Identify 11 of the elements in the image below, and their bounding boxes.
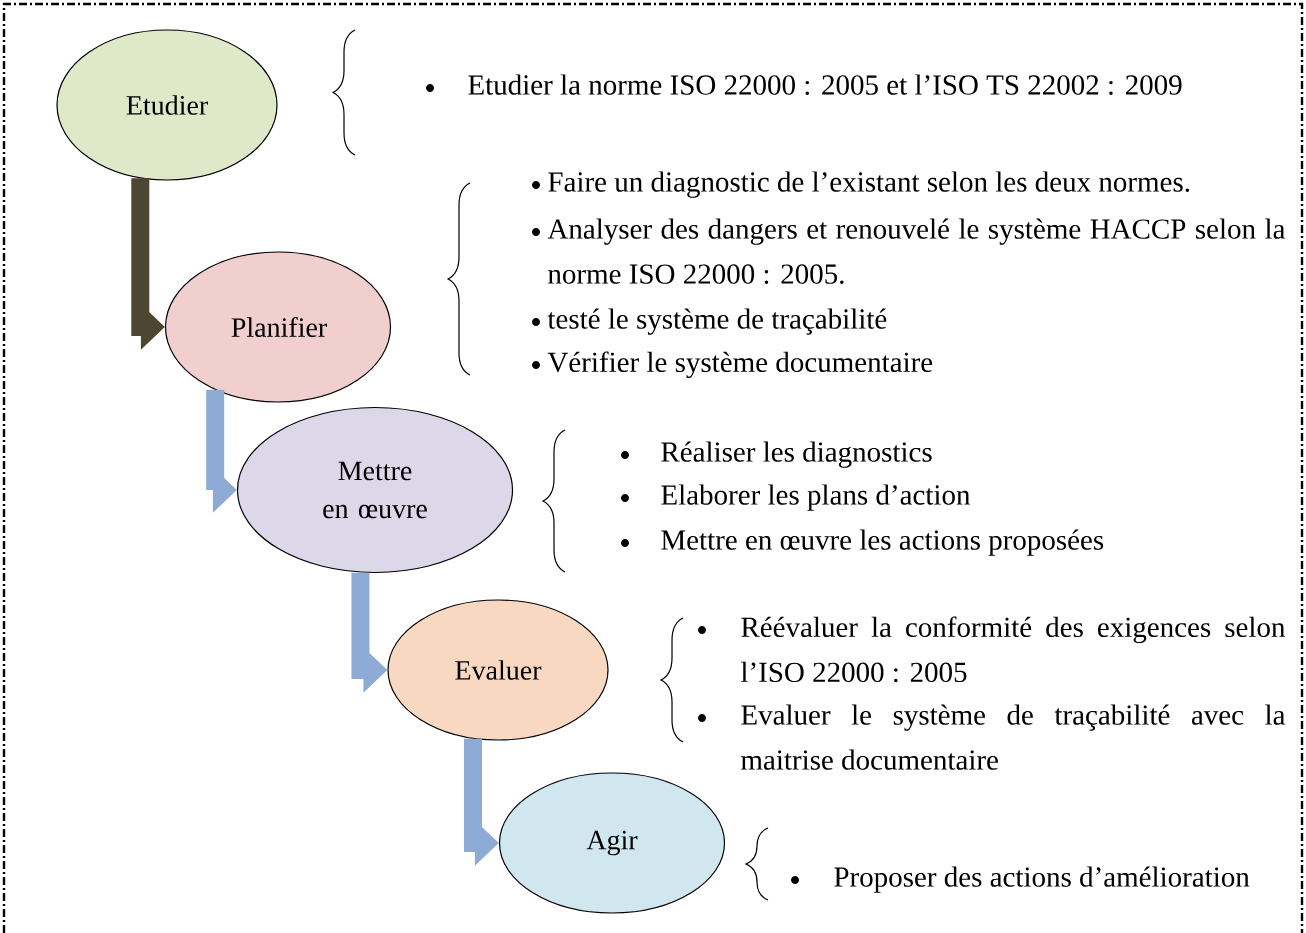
bullet-text: Faire un diagnostic de l’existant selon les deux normes. bbox=[548, 171, 1190, 198]
bullet-text: testé le système de traçabilité bbox=[547, 308, 887, 335]
bullet-text: Etudier la norme ISO 22000 : 2005 et l’ISO TS 22002 : 2009 bbox=[468, 74, 1182, 95]
bullet-text: Proposer des actions d’amélioration bbox=[834, 866, 1250, 893]
bullet-text: Elaborer les plans d’action bbox=[661, 484, 971, 511]
bullet-text: Analyser des dangers et renouvelé le système HACCP selon la norme ISO 22000 : 2005. bbox=[547, 218, 1286, 284]
bullet-text: Réaliser les diagnostics bbox=[661, 441, 932, 468]
bullet-text: Mettre en œuvre les actions proposées bbox=[661, 529, 1104, 556]
bullet-text: Evaluer le système de traçabilité avec la maitrise documentaire bbox=[741, 704, 1286, 770]
bullet-text: Vérifier le système documentaire bbox=[547, 351, 933, 379]
bullet-text: Réévaluer la conformité des exigences selon l’ISO 22000 : 2005 bbox=[741, 616, 1285, 683]
